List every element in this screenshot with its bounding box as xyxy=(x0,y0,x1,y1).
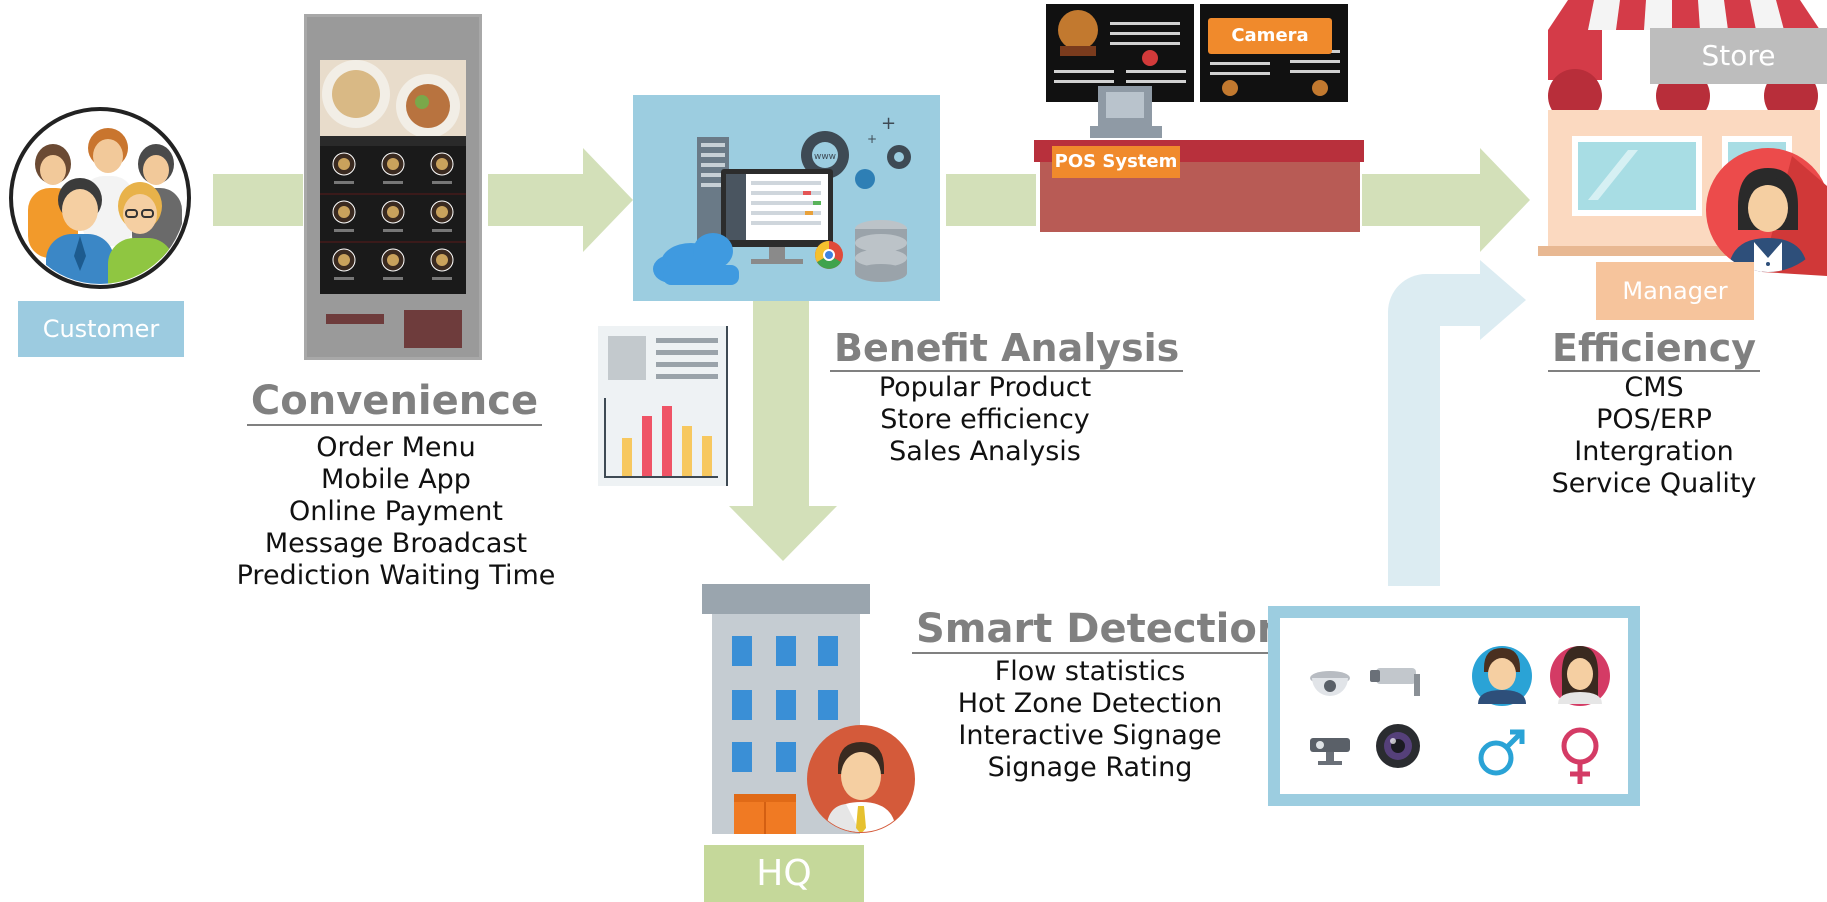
convenience-item: Prediction Waiting Time xyxy=(236,560,556,591)
smart-item: Signage Rating xyxy=(987,752,1193,783)
store-label: Store xyxy=(1650,28,1827,84)
webcam-icon xyxy=(1310,738,1350,765)
hq-building-icon xyxy=(702,584,916,834)
efficiency-title: Efficiency xyxy=(1530,326,1778,372)
convenience-item: Message Broadcast xyxy=(264,528,528,559)
svg-text:www: www xyxy=(814,152,836,162)
female-symbol-icon xyxy=(1561,727,1599,784)
svg-text:+: + xyxy=(867,132,877,146)
male-symbol-icon xyxy=(1478,729,1525,776)
manager-label: Manager xyxy=(1596,262,1754,320)
female-avatar-icon xyxy=(1550,646,1610,706)
convenience-item: Mobile App xyxy=(321,464,471,495)
smart-item: Flow statistics xyxy=(994,656,1186,687)
benefit-item: Sales Analysis xyxy=(889,436,1081,467)
flow-arrow-customer-to-kiosk xyxy=(213,174,303,226)
flow-arrow-cloud-to-pos xyxy=(946,174,1036,226)
dome-camera-icon xyxy=(1310,671,1350,696)
smart-detection-title: Smart Detection xyxy=(912,606,1290,654)
pos-system-label: POS System xyxy=(1052,146,1180,178)
efficiency-list: CMS POS/ERP Intergration Service Quality xyxy=(1530,372,1778,500)
pos-counter-icon xyxy=(1030,0,1366,232)
customer-avatar xyxy=(8,106,192,290)
kiosk-icon xyxy=(304,14,482,360)
hq-label: HQ xyxy=(704,845,864,902)
customer-label: Customer xyxy=(18,301,184,357)
benefit-analysis-list: Popular Product Store efficiency Sales A… xyxy=(830,372,1140,468)
detection-panel xyxy=(1268,606,1640,806)
convenience-title: Convenience xyxy=(232,378,557,426)
manager-avatar xyxy=(1702,146,1827,276)
benefit-analysis-title: Benefit Analysis xyxy=(830,326,1184,372)
efficiency-item: Intergration xyxy=(1574,436,1734,467)
bullet-camera-icon xyxy=(1370,668,1420,696)
camera-lens-icon xyxy=(1376,724,1420,768)
smart-item: Hot Zone Detection xyxy=(957,688,1223,719)
male-avatar-icon xyxy=(1472,646,1532,706)
efficiency-item: CMS xyxy=(1624,372,1684,403)
convenience-item: Online Payment xyxy=(289,496,503,527)
efficiency-item: POS/ERP xyxy=(1596,404,1712,435)
svg-text:+: + xyxy=(881,113,896,134)
convenience-list: Order Menu Mobile App Online Payment Mes… xyxy=(216,432,576,592)
efficiency-item: Service Quality xyxy=(1551,468,1757,499)
camera-label: Camera xyxy=(1208,18,1332,54)
smart-item: Interactive Signage xyxy=(958,720,1222,751)
convenience-item: Order Menu xyxy=(316,432,476,463)
cloud-server-icon: www + + xyxy=(633,95,940,301)
benefit-item: Store efficiency xyxy=(880,404,1090,435)
report-chart-icon xyxy=(598,326,728,486)
hq-person-avatar xyxy=(806,724,916,834)
smart-detection-list: Flow statistics Hot Zone Detection Inter… xyxy=(920,656,1260,784)
detection-devices-icons xyxy=(1310,646,1610,784)
benefit-item: Popular Product xyxy=(878,372,1092,403)
